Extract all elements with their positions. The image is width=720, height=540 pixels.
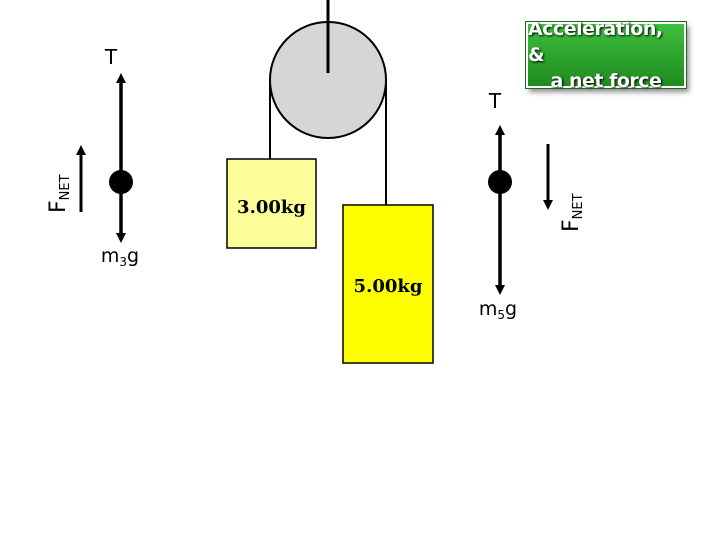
left-net-force-label: FNET	[46, 174, 73, 213]
left-weight-label: m3g	[101, 245, 139, 269]
right-tension-label: T	[488, 89, 502, 113]
right-body-dot	[488, 170, 512, 194]
title-badge: Acceleration, & a net force	[525, 18, 687, 92]
title-line-2: a net force	[550, 70, 662, 92]
right-weight-label: m5g	[479, 298, 517, 322]
left-free-body-diagram: T m3g FNET	[46, 45, 139, 269]
left-mass-label: 3.00kg	[237, 197, 306, 218]
title-line-1: Acceleration, &	[528, 18, 663, 66]
right-mass-block: 5.00kg	[342, 204, 434, 364]
right-free-body-diagram: T m5g FNET	[479, 89, 586, 322]
left-body-dot	[109, 170, 133, 194]
left-mass-block: 3.00kg	[226, 158, 317, 249]
right-mass-label: 5.00kg	[354, 276, 423, 297]
right-net-force-label: FNET	[559, 193, 586, 232]
pulley	[269, 0, 387, 139]
left-tension-label: T	[104, 45, 118, 69]
